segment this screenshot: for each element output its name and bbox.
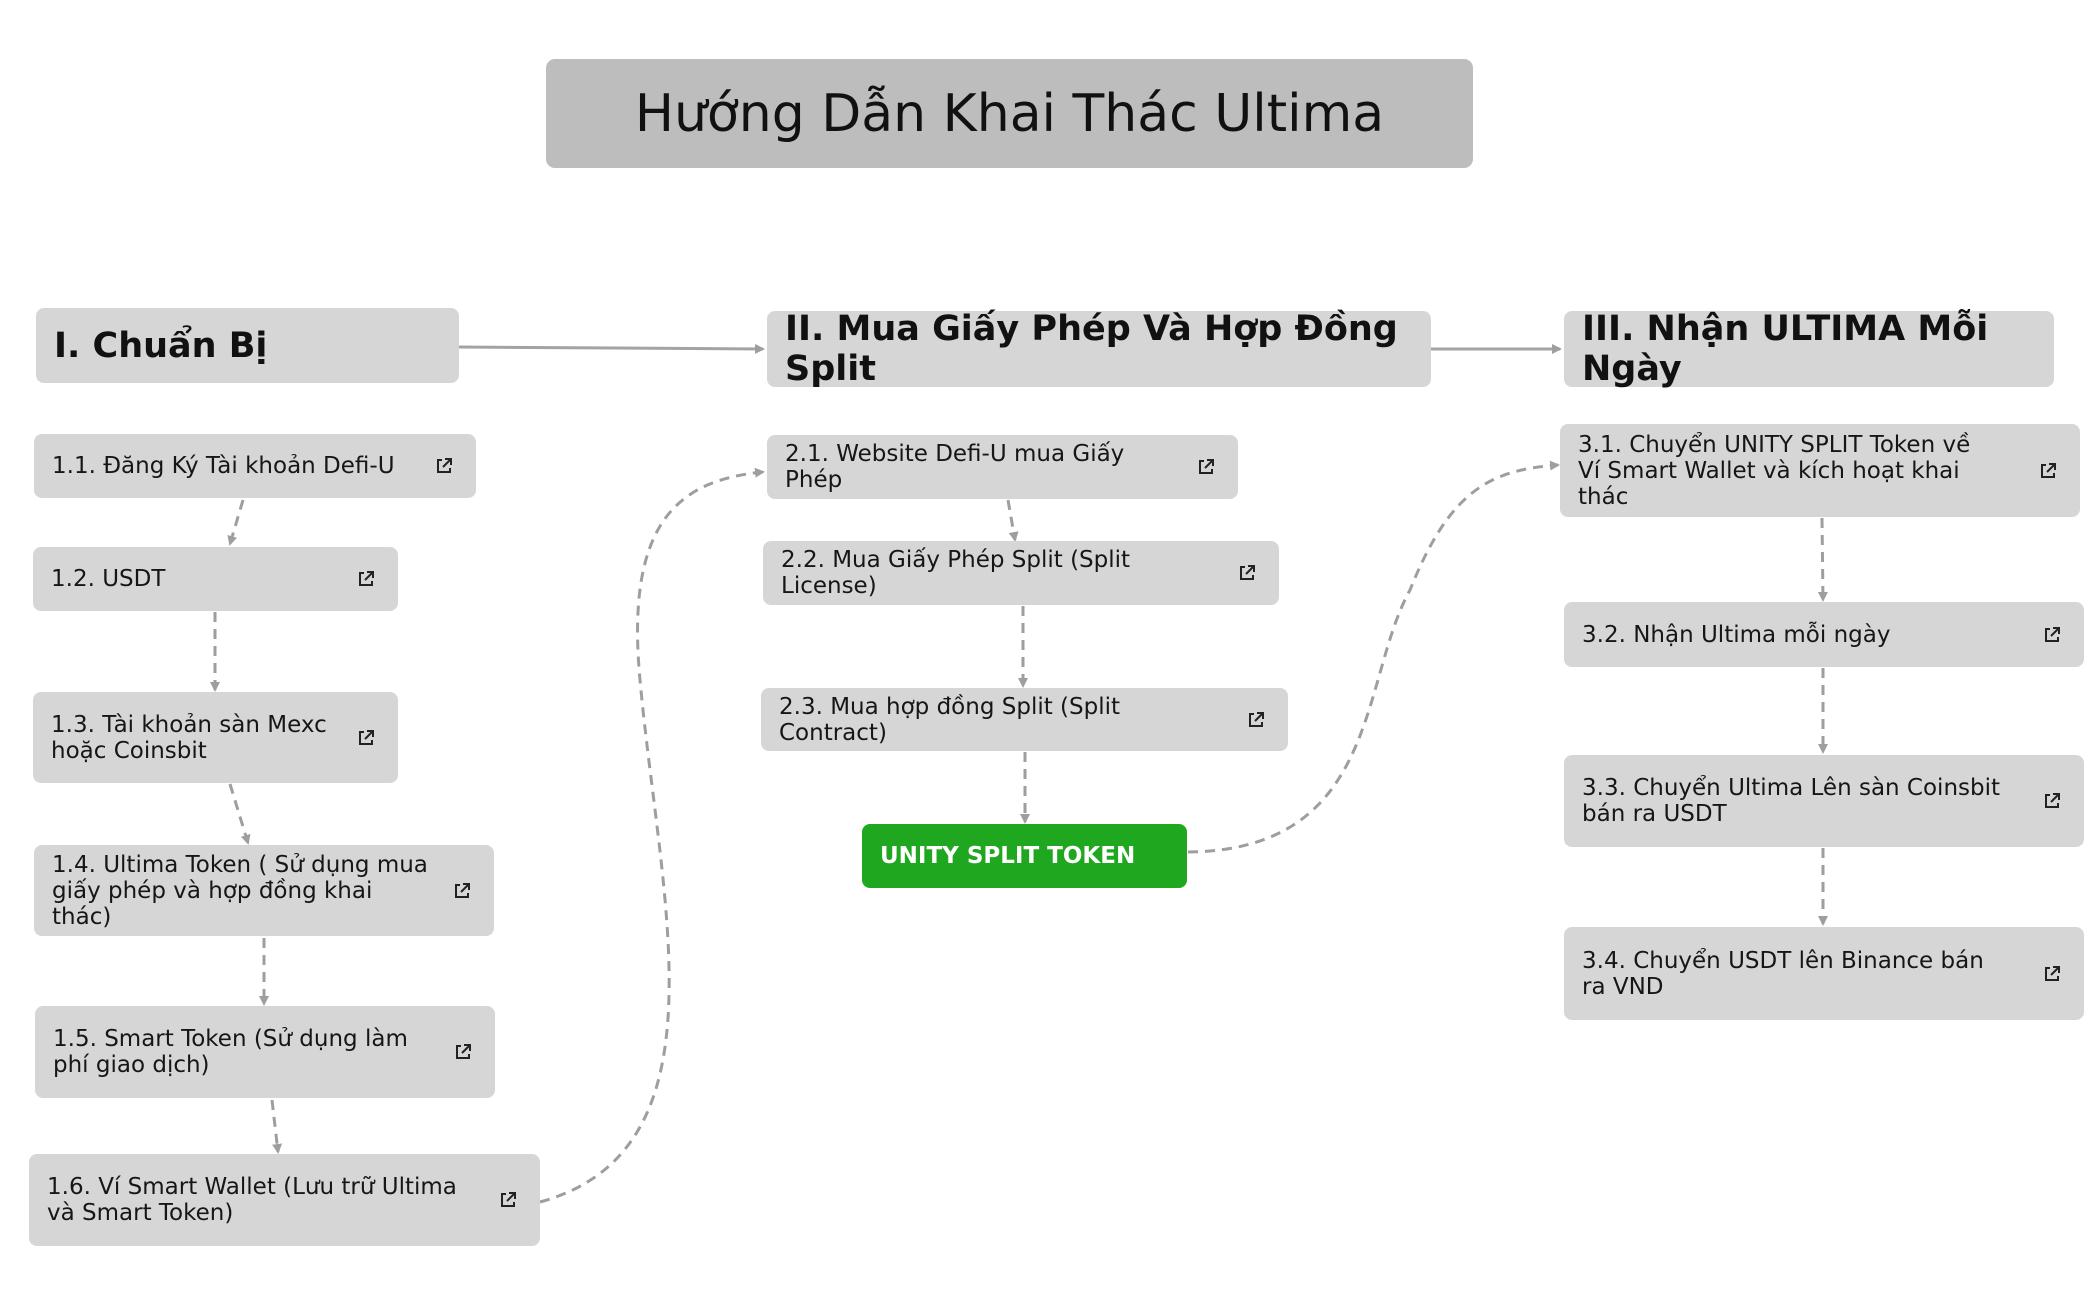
step-2-3[interactable]: 2.3. Mua hợp đồng Split (Split Contract) — [761, 688, 1288, 751]
edge-1-3-to-1-4 — [228, 783, 251, 845]
external-link-icon[interactable] — [1237, 563, 1257, 583]
page-title: Hướng Dẫn Khai Thác Ultima — [546, 59, 1473, 168]
external-link-icon[interactable] — [498, 1190, 518, 1210]
step-3-1[interactable]: 3.1. Chuyển UNITY SPLIT Token về Ví Smar… — [1560, 424, 2080, 517]
external-link-icon[interactable] — [2038, 461, 2058, 481]
external-link-icon[interactable] — [434, 456, 454, 476]
external-link-icon[interactable] — [356, 569, 376, 589]
edge-1-1-to-1-2 — [227, 499, 245, 546]
step-1-1[interactable]: 1.1. Đăng Ký Tài khoản Defi-U — [34, 434, 476, 498]
step-label: 3.1. Chuyển UNITY SPLIT Token về Ví Smar… — [1578, 431, 1971, 510]
step-label: 1.1. Đăng Ký Tài khoản Defi-U — [52, 453, 395, 479]
step-1-3[interactable]: 1.3. Tài khoản sàn Mexc hoặc Coinsbit — [33, 692, 398, 783]
external-link-icon[interactable] — [1246, 710, 1266, 730]
page-title-text: Hướng Dẫn Khai Thác Ultima — [634, 83, 1385, 144]
step-1-6[interactable]: 1.6. Ví Smart Wallet (Lưu trữ Ultima và … — [29, 1154, 540, 1246]
section-label: I. Chuẩn Bị — [54, 325, 268, 366]
step-1-4[interactable]: 1.4. Ultima Token ( Sử dụng mua giấy phé… — [34, 845, 494, 936]
step-label: 1.3. Tài khoản sàn Mexc hoặc Coinsbit — [51, 711, 327, 764]
step-label: 2.3. Mua hợp đồng Split (Split Contract) — [779, 693, 1121, 746]
section-label: III. Nhận ULTIMA Mỗi Ngày — [1582, 309, 1989, 389]
step-1-2[interactable]: 1.2. USDT — [33, 547, 398, 611]
external-link-icon[interactable] — [2042, 964, 2062, 984]
step-label: 1.5. Smart Token (Sử dụng làm phí giao d… — [53, 1026, 408, 1078]
step-3-4[interactable]: 3.4. Chuyển USDT lên Binance bán ra VND — [1564, 927, 2084, 1020]
step-label: 3.2. Nhận Ultima mỗi ngày — [1582, 621, 1891, 648]
edge-token-to-3-1 — [1187, 460, 1560, 854]
step-label: 1.4. Ultima Token ( Sử dụng mua giấy phé… — [52, 851, 428, 930]
step-2-1[interactable]: 2.1. Website Defi-U mua Giấy Phép — [767, 435, 1238, 499]
edge-3-1-to-3-2 — [1817, 517, 1828, 602]
step-label: 3.4. Chuyển USDT lên Binance bán ra VND — [1582, 947, 1984, 1000]
edge-2-1-to-2-2 — [1006, 499, 1019, 542]
step-label: 1.6. Ví Smart Wallet (Lưu trữ Ultima và … — [47, 1174, 457, 1226]
step-label: 3.3. Chuyển Ultima Lên sàn Coinsbit bán … — [1582, 775, 2001, 827]
step-label: 2.2. Mua Giấy Phép Split (Split License) — [781, 547, 1131, 599]
token-label: UNITY SPLIT TOKEN — [880, 843, 1136, 869]
unity-split-token-node[interactable]: UNITY SPLIT TOKEN — [862, 824, 1187, 888]
edge-1-6-to-2-1 — [539, 467, 765, 1204]
external-link-icon[interactable] — [2042, 625, 2062, 645]
edge-1-5-to-1-6 — [270, 1099, 283, 1154]
edge-section1-to-section2 — [458, 343, 765, 354]
section-chuan-bi[interactable]: I. Chuẩn Bị — [36, 308, 459, 383]
step-label: 1.2. USDT — [51, 566, 166, 592]
external-link-icon[interactable] — [453, 1042, 473, 1062]
section-nhan-ultima[interactable]: III. Nhận ULTIMA Mỗi Ngày — [1564, 309, 2054, 389]
step-3-3[interactable]: 3.3. Chuyển Ultima Lên sàn Coinsbit bán … — [1564, 755, 2084, 847]
step-3-2[interactable]: 3.2. Nhận Ultima mỗi ngày — [1564, 602, 2084, 667]
step-1-5[interactable]: 1.5. Smart Token (Sử dụng làm phí giao d… — [35, 1006, 495, 1098]
step-label: 2.1. Website Defi-U mua Giấy Phép — [785, 441, 1125, 493]
external-link-icon[interactable] — [356, 728, 376, 748]
external-link-icon[interactable] — [1196, 457, 1216, 477]
external-link-icon[interactable] — [452, 881, 472, 901]
section-mua-giay-phep[interactable]: II. Mua Giấy Phép Và Hợp Đồng Split — [767, 309, 1431, 389]
step-2-2[interactable]: 2.2. Mua Giấy Phép Split (Split License) — [763, 541, 1279, 605]
external-link-icon[interactable] — [2042, 791, 2062, 811]
section-label: II. Mua Giấy Phép Và Hợp Đồng Split — [785, 309, 1398, 389]
